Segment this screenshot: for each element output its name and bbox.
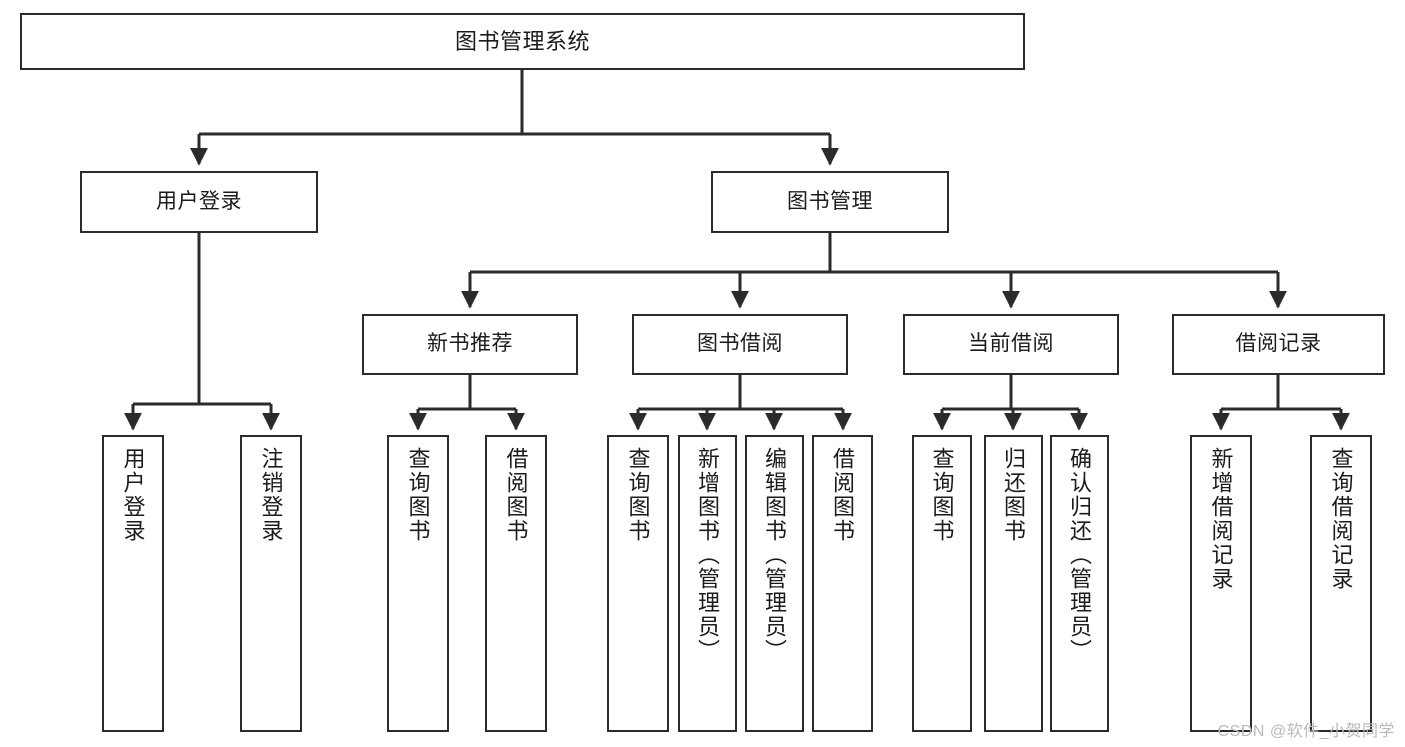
node-leaf-user-logout[interactable]: 注销登录 [240,435,302,732]
node-user-login[interactable]: 用户登录 [80,171,318,233]
node-leaf-user-logout-label: 注销登录 [258,447,284,543]
node-new-book-recommend-label: 新书推荐 [427,332,513,356]
node-book-manage[interactable]: 图书管理 [711,171,949,233]
node-leaf-borrow-book-rec-label: 借阅图书 [503,447,529,543]
node-leaf-query-borrow-record-label: 查询借阅记录 [1328,447,1354,591]
node-leaf-return-book[interactable]: 归还图书 [984,435,1043,732]
node-current-borrow[interactable]: 当前借阅 [903,314,1119,375]
node-book-borrow[interactable]: 图书借阅 [632,314,848,375]
node-leaf-return-book-label: 归还图书 [1001,447,1027,543]
node-book-manage-label: 图书管理 [787,189,873,213]
node-leaf-edit-book-admin-label: 编辑图书（管理员） [762,447,788,663]
node-leaf-query-book-rec-label: 查询图书 [405,447,431,543]
node-leaf-add-borrow-record[interactable]: 新增借阅记录 [1190,435,1252,732]
node-leaf-borrow-book[interactable]: 借阅图书 [812,435,873,732]
node-leaf-add-borrow-record-label: 新增借阅记录 [1208,447,1234,591]
node-root[interactable]: 图书管理系统 [20,13,1025,70]
node-current-borrow-label: 当前借阅 [968,332,1054,356]
node-leaf-borrow-book-label: 借阅图书 [830,447,856,543]
node-leaf-query-book-borrow-label: 查询图书 [625,447,651,543]
node-borrow-record-label: 借阅记录 [1235,332,1322,356]
node-leaf-query-book-current-label: 查询图书 [929,447,955,543]
node-borrow-record[interactable]: 借阅记录 [1172,314,1385,375]
node-leaf-add-book-admin[interactable]: 新增图书（管理员） [678,435,737,732]
node-book-borrow-label: 图书借阅 [697,332,783,356]
node-leaf-add-book-admin-label: 新增图书（管理员） [695,447,721,663]
node-leaf-confirm-return-admin-label: 确认归还（管理员） [1067,447,1093,663]
node-leaf-query-book-rec[interactable]: 查询图书 [387,435,449,732]
node-leaf-user-login[interactable]: 用户登录 [102,435,164,732]
node-leaf-confirm-return-admin[interactable]: 确认归还（管理员） [1050,435,1109,732]
node-leaf-query-book-borrow[interactable]: 查询图书 [607,435,669,732]
watermark: CSDN @软件_小贺同学 [1217,723,1395,740]
node-new-book-recommend[interactable]: 新书推荐 [362,314,578,375]
node-root-label: 图书管理系统 [454,28,590,54]
node-leaf-query-book-current[interactable]: 查询图书 [912,435,972,732]
node-leaf-user-login-label: 用户登录 [120,447,146,543]
node-leaf-borrow-book-rec[interactable]: 借阅图书 [485,435,547,732]
node-leaf-query-borrow-record[interactable]: 查询借阅记录 [1310,435,1372,732]
node-user-login-label: 用户登录 [156,189,242,213]
node-leaf-edit-book-admin[interactable]: 编辑图书（管理员） [745,435,804,732]
